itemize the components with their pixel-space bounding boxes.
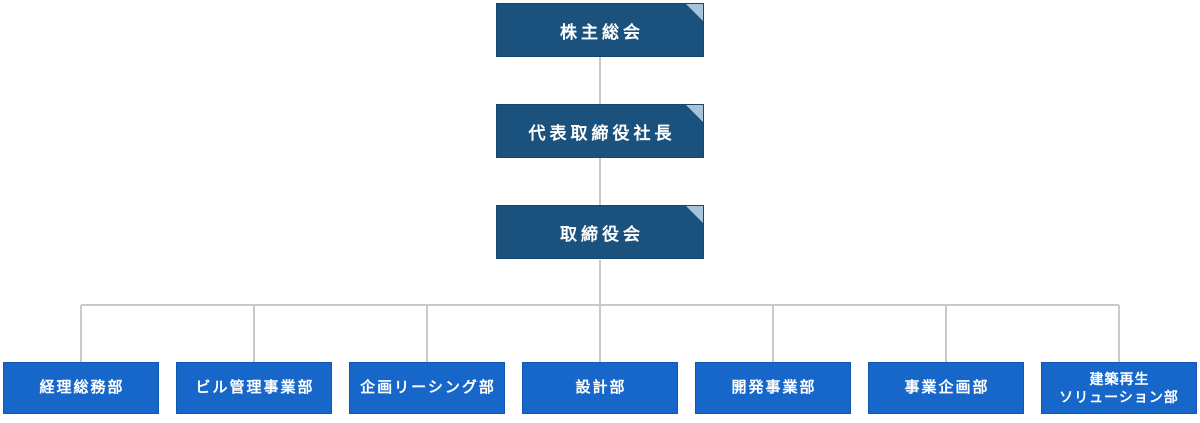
node-label: ビル管理事業部 (195, 379, 315, 397)
node-label: 経理総務部 (39, 379, 125, 397)
node-label: 取締役会 (560, 224, 644, 244)
dept-accounting-general-affairs: 経理総務部 (3, 362, 159, 414)
dept-design: 設計部 (522, 362, 678, 414)
node-label: 設計部 (575, 379, 627, 397)
folded-corner-icon (686, 206, 703, 223)
node-label: 建築再生 ソリューション部 (1059, 370, 1179, 405)
dept-development: 開発事業部 (695, 362, 851, 414)
node-label: 企画リーシング部 (360, 379, 496, 397)
node-label: 株主総会 (560, 22, 644, 42)
dept-architectural-regeneration-solutions: 建築再生 ソリューション部 (1041, 362, 1197, 414)
dept-building-management: ビル管理事業部 (176, 362, 332, 414)
node-label: 代表取締役社長 (528, 123, 676, 143)
node-board-of-directors: 取締役会 (496, 205, 704, 259)
node-representative-director-president: 代表取締役社長 (496, 104, 704, 158)
node-label: 開発事業部 (731, 379, 817, 397)
folded-corner-icon (686, 105, 703, 122)
dept-planning-leasing: 企画リーシング部 (349, 362, 505, 414)
node-shareholders-meeting: 株主総会 (496, 3, 704, 57)
dept-business-planning: 事業企画部 (868, 362, 1024, 414)
folded-corner-icon (686, 4, 703, 21)
node-label: 事業企画部 (904, 379, 990, 397)
